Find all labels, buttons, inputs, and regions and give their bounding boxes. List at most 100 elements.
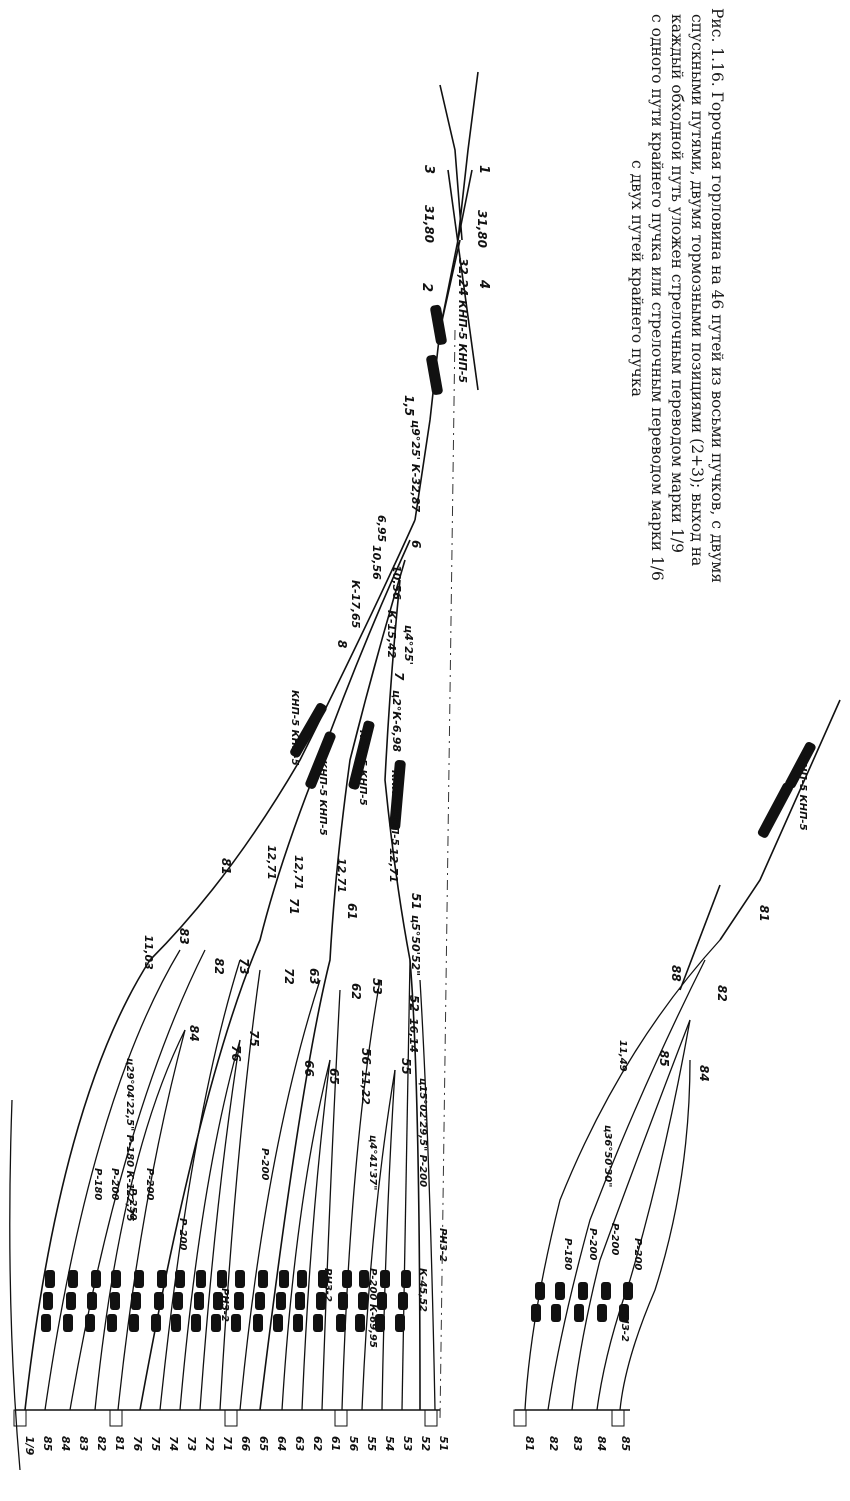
label-12-71: 12,71 <box>387 848 400 883</box>
bundle-6-track <box>321 989 341 1411</box>
label-angle-2: ц4°25' <box>402 625 415 665</box>
retarder-block <box>316 1292 326 1310</box>
label-r200: Р-200 <box>109 1168 120 1200</box>
retarder-block <box>578 1282 588 1300</box>
retarder-block <box>258 1270 268 1288</box>
label-12-71: 12,71 <box>335 858 348 893</box>
label-16-14: 16,14 <box>407 1018 420 1053</box>
label-switch-7: 7 <box>392 672 406 681</box>
label-angle-4: ц5°50'52" <box>409 915 422 976</box>
retarder-blocks-secondary-tracks <box>531 1282 633 1322</box>
bundle-5-track <box>381 1069 396 1411</box>
retarder-block <box>398 1292 408 1310</box>
crossover-a <box>447 169 479 391</box>
lead-to-bundle-8 <box>24 519 416 1411</box>
track-end-label: 73 <box>185 1436 198 1452</box>
track-end-label: 62 <box>311 1436 324 1452</box>
label-85: 85 <box>657 1050 671 1067</box>
main-labels: 1 3 31,80 31,80 4 2 32,24 КНП-5 КНП-5 1,… <box>92 165 491 1348</box>
figure-caption: Рис. 1.16. Горочная горловина на 46 путе… <box>628 8 726 583</box>
label-angle: ц36°50'30" <box>602 1125 613 1187</box>
secondary-branch <box>679 884 721 991</box>
track-end-label: 51 <box>437 1436 450 1451</box>
retarder-block <box>68 1270 78 1288</box>
label-r200: Р-200 <box>259 1148 270 1180</box>
axis-line <box>439 329 456 1421</box>
label-r200: Р-200 <box>144 1168 155 1200</box>
label-switch-2: 2 <box>419 283 434 292</box>
retarder-block <box>279 1270 289 1288</box>
label-61: 61 <box>345 903 359 920</box>
retarder-block <box>531 1304 541 1322</box>
track-end-label: 85 <box>41 1436 54 1452</box>
retarder-block <box>601 1282 611 1300</box>
track-end-label: 1/9 <box>23 1436 36 1456</box>
label-82: 82 <box>212 958 226 975</box>
bundle-5-track <box>419 979 436 1411</box>
label-11-49: 11,49 <box>617 1040 628 1072</box>
bundle-8-end <box>9 1099 21 1471</box>
label-12-71: 12,71 <box>292 855 305 890</box>
label-53: 53 <box>370 978 384 995</box>
label-k-45-52: К-45,52 <box>417 1268 428 1312</box>
retarder-block <box>574 1304 584 1322</box>
secondary-labels: КНП-5 КНП-5 81 88 82 11,49 85 84 ц36°50'… <box>562 755 808 1342</box>
bundle-5-track <box>361 1069 396 1411</box>
label-elev-2: 31,80 <box>422 205 436 243</box>
retarder-block <box>191 1314 201 1332</box>
secondary-yard-tracks <box>513 699 841 1427</box>
label-81: 81 <box>757 905 771 922</box>
retarder-block <box>111 1270 121 1288</box>
retarder-block <box>66 1292 76 1310</box>
caption-line-4: с одного пути крайнего пучка или стрелоч… <box>648 14 666 581</box>
retarder-block <box>358 1292 368 1310</box>
retarder-block <box>555 1282 565 1300</box>
retarder-block <box>173 1292 183 1310</box>
retarder-block <box>377 1292 387 1310</box>
label-84: 84 <box>187 1025 201 1042</box>
track-end-label: 76 <box>131 1436 144 1452</box>
retarder-block <box>401 1270 411 1288</box>
track-end-label: 82 <box>95 1436 108 1452</box>
track-end-label: 72 <box>203 1436 216 1452</box>
retarder-block <box>336 1314 346 1332</box>
caption-line-2: спускными путями, двумя тормозными позиц… <box>688 14 706 566</box>
label-72: 72 <box>282 968 296 985</box>
bundle-8-track <box>69 949 206 1411</box>
bundle-7-track <box>219 969 261 1411</box>
retarder-blocks-secondary <box>757 741 816 838</box>
approach-track-right <box>457 71 479 241</box>
retarder-block <box>91 1270 101 1288</box>
retarder-block <box>380 1270 390 1288</box>
caption-line-5: с двух путей крайнего пучка <box>628 160 646 397</box>
label-62: 62 <box>349 983 363 1000</box>
label-elev-1: 31,80 <box>475 210 489 248</box>
retarder-blocks-tracks <box>41 1270 411 1332</box>
bundle-8-track <box>117 1029 186 1411</box>
track-end-label: 84 <box>59 1436 72 1451</box>
track-end-label: 54 <box>383 1436 396 1451</box>
secondary-track <box>547 959 706 1411</box>
bundle-8-track <box>44 949 181 1411</box>
retarder-block <box>45 1270 55 1288</box>
label-11-22: 11,22 <box>359 1070 372 1105</box>
retarder-block <box>231 1314 241 1332</box>
label-73: 73 <box>237 958 251 975</box>
label-52: 52 <box>407 995 421 1012</box>
track-end-label: 84 <box>595 1436 608 1451</box>
track-end-label: 85 <box>619 1436 632 1452</box>
label-rnz: РНЗ-2 <box>619 1308 630 1342</box>
retarder-block <box>131 1292 141 1310</box>
label-r180: Р-180 <box>92 1168 103 1200</box>
label-r200-k: Р-200 К-69,95 <box>367 1268 378 1348</box>
label-76: 76 <box>229 1045 243 1062</box>
caption-line-1: Рис. 1.16. Горочная горловина на 46 путе… <box>708 8 726 583</box>
retarder-block <box>313 1314 323 1332</box>
retarder-block <box>63 1314 73 1332</box>
approach-track-left <box>439 84 463 241</box>
retarder-block <box>395 1314 405 1332</box>
track-end-label: 66 <box>239 1436 252 1452</box>
label-81: 81 <box>219 858 233 875</box>
